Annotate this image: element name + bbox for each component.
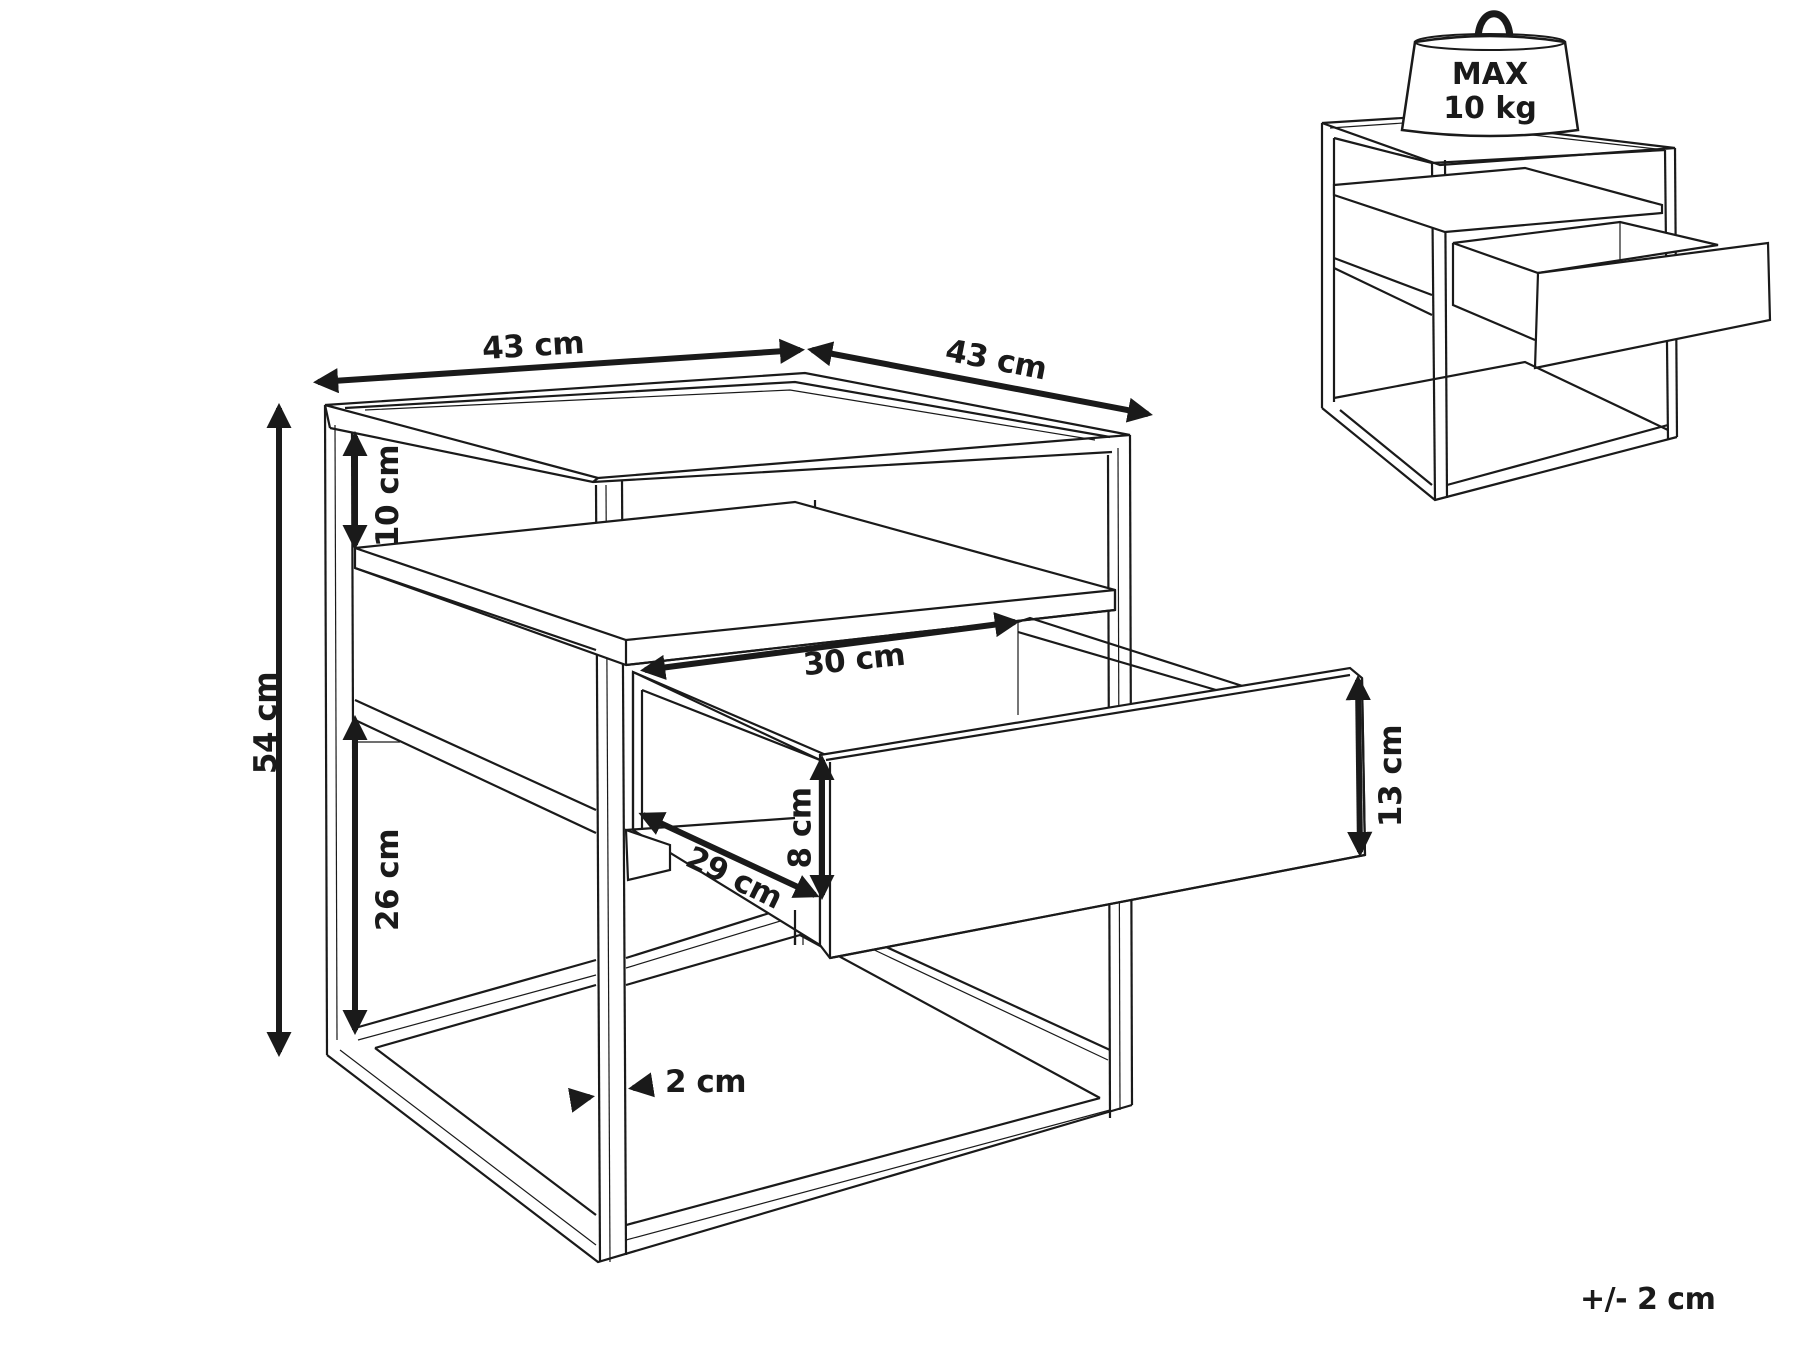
dimension-arrows xyxy=(266,338,1373,1113)
upper-shelf xyxy=(353,500,1117,667)
front-left-leg xyxy=(323,404,356,1056)
label-drawer-side: 8 cm xyxy=(782,787,819,869)
load-capacity-illustration xyxy=(1320,10,1772,502)
drawer xyxy=(624,616,1367,960)
arrow-drawer-front xyxy=(1345,674,1373,858)
arrow-frame-right xyxy=(628,1072,655,1098)
label-height: 54 cm xyxy=(248,671,285,775)
arrow-drawer-depth xyxy=(638,812,820,898)
weight-line-max: MAX xyxy=(1451,57,1529,92)
arrow-frame-left xyxy=(568,1087,595,1113)
weight-icon xyxy=(1400,34,1580,138)
label-width: 43 cm xyxy=(480,324,586,368)
weight-handle-icon xyxy=(1474,10,1514,41)
weight-line-kg: 10 kg xyxy=(1443,91,1537,126)
tolerance-note: +/- 2 cm xyxy=(1580,1282,1716,1317)
arrow-width xyxy=(312,338,806,394)
bottom-frame xyxy=(326,903,1133,1264)
arrow-depth xyxy=(807,341,1153,423)
label-drawer-front: 13 cm xyxy=(1373,724,1410,828)
label-top-gap: 10 cm xyxy=(370,444,407,548)
weight-max-label: MAX 10 kg xyxy=(1430,58,1550,126)
arrow-drawer-width xyxy=(640,612,1020,680)
label-bottom-clearance: 26 cm xyxy=(370,828,407,932)
label-frame-thickness: 2 cm xyxy=(665,1064,747,1100)
left-side-rail xyxy=(354,698,597,834)
